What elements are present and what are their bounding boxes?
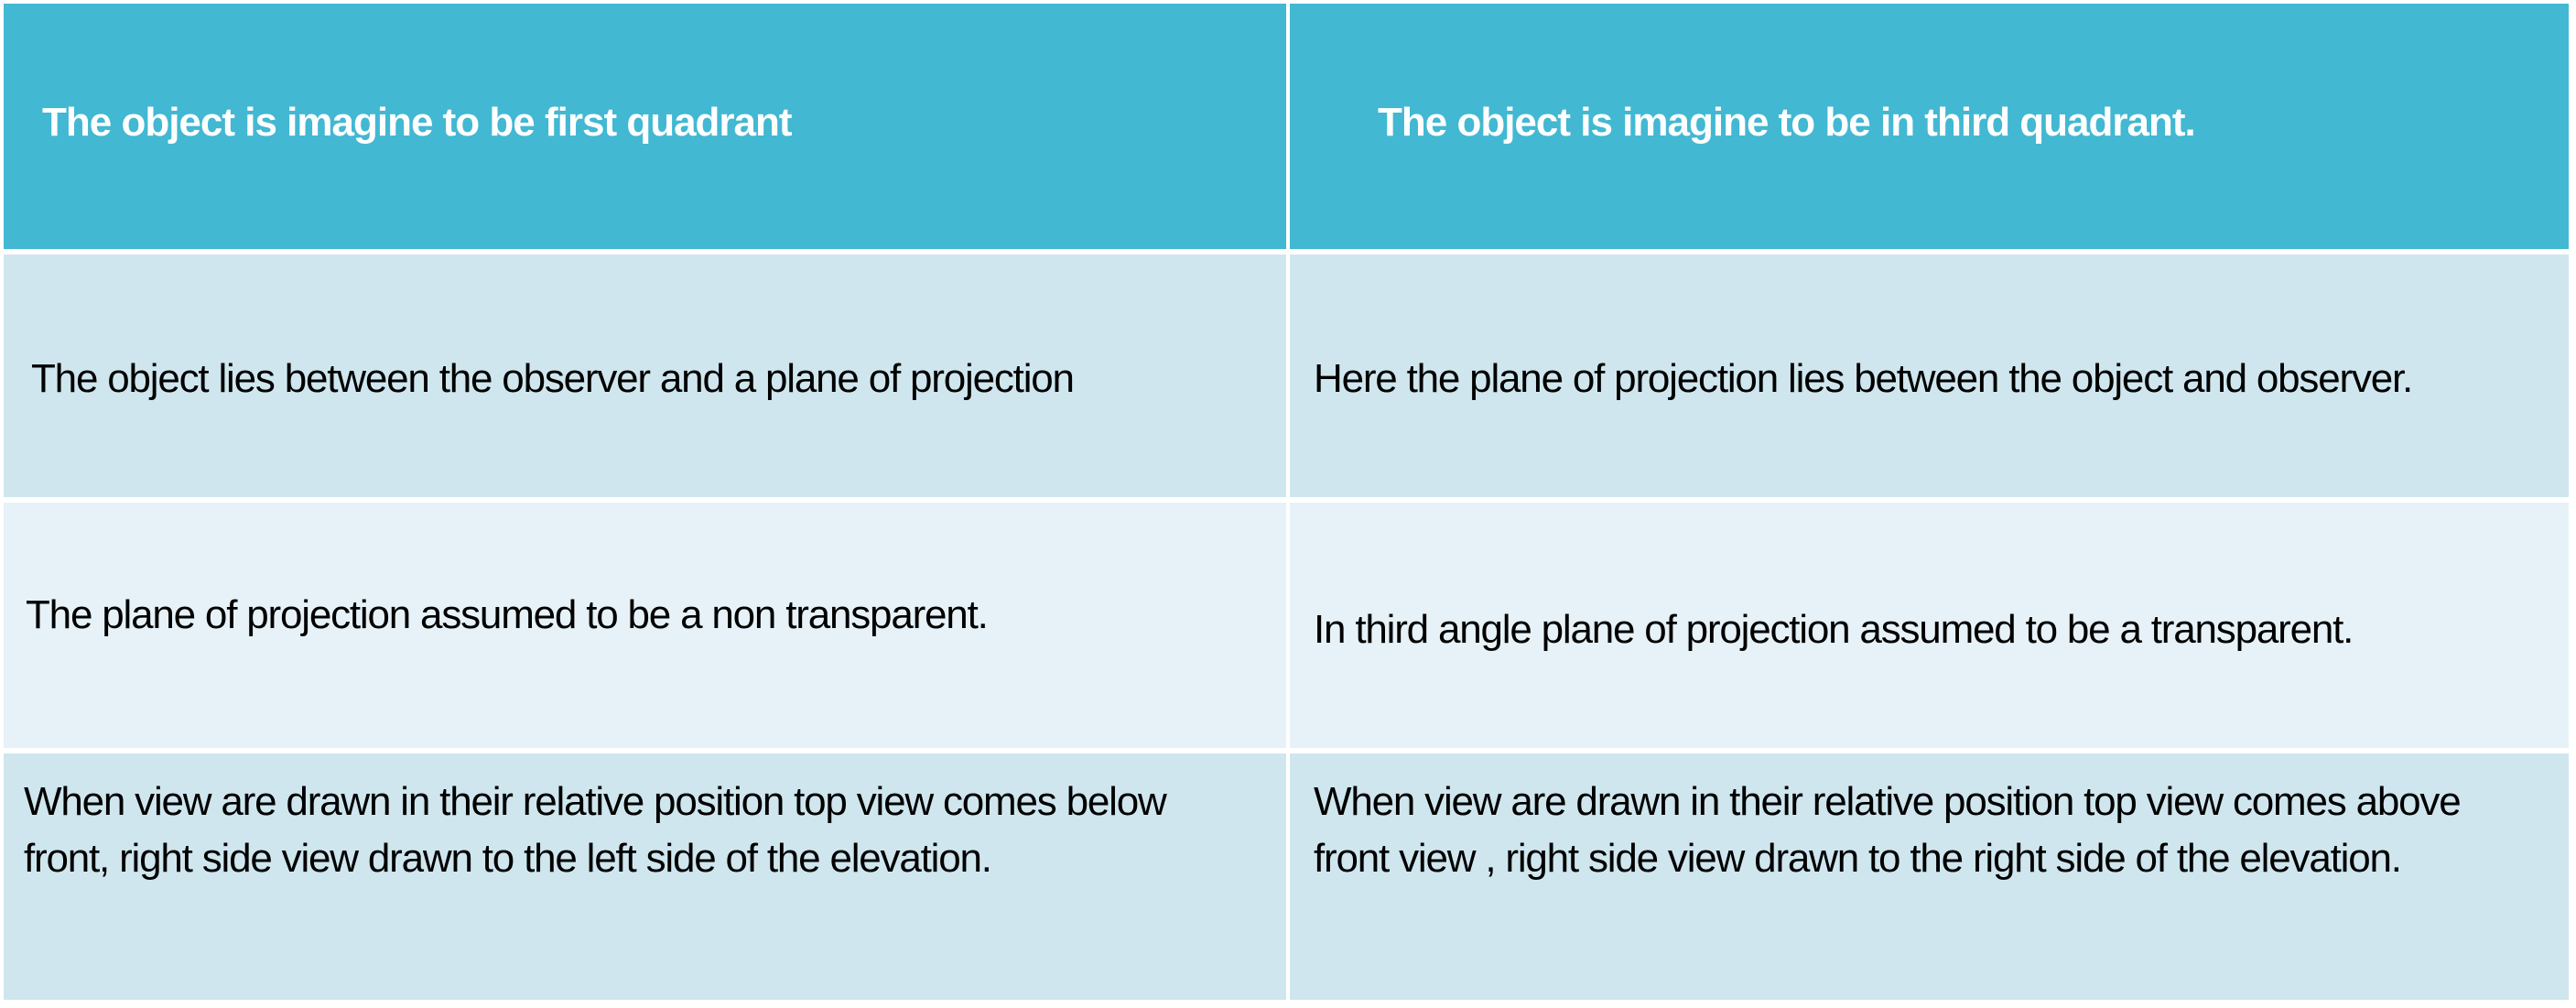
- header-first-angle-text: The object is imagine to be first quadra…: [42, 100, 793, 145]
- table-cell-r3-third-angle: When view are drawn in their relative po…: [1290, 753, 2569, 1000]
- cell-text: Here the plane of projection lies betwee…: [1314, 355, 2413, 401]
- header-first-angle: The object is imagine to be first quadra…: [4, 4, 1286, 249]
- cell-text: When view are drawn in their relative po…: [1314, 779, 2462, 881]
- comparison-table: The object is imagine to be first quadra…: [4, 4, 2569, 1003]
- cell-text: The object lies between the observer and…: [31, 355, 1075, 401]
- table-cell-r1-first-angle: The object lies between the observer and…: [4, 255, 1286, 497]
- cell-text: In third angle plane of projection assum…: [1314, 607, 2354, 652]
- table-cell-r1-third-angle: Here the plane of projection lies betwee…: [1290, 255, 2569, 497]
- header-third-angle-text: The object is imagine to be in third qua…: [1378, 100, 2196, 145]
- table-cell-r2-third-angle: In third angle plane of projection assum…: [1290, 503, 2569, 748]
- table-cell-r2-first-angle: The plane of projection assumed to be a …: [4, 503, 1286, 748]
- header-third-angle: The object is imagine to be in third qua…: [1290, 4, 2569, 249]
- table-cell-r3-first-angle: When view are drawn in their relative po…: [4, 753, 1286, 1000]
- cell-text: The plane of projection assumed to be a …: [26, 592, 989, 637]
- cell-text: When view are drawn in their relative po…: [24, 779, 1167, 881]
